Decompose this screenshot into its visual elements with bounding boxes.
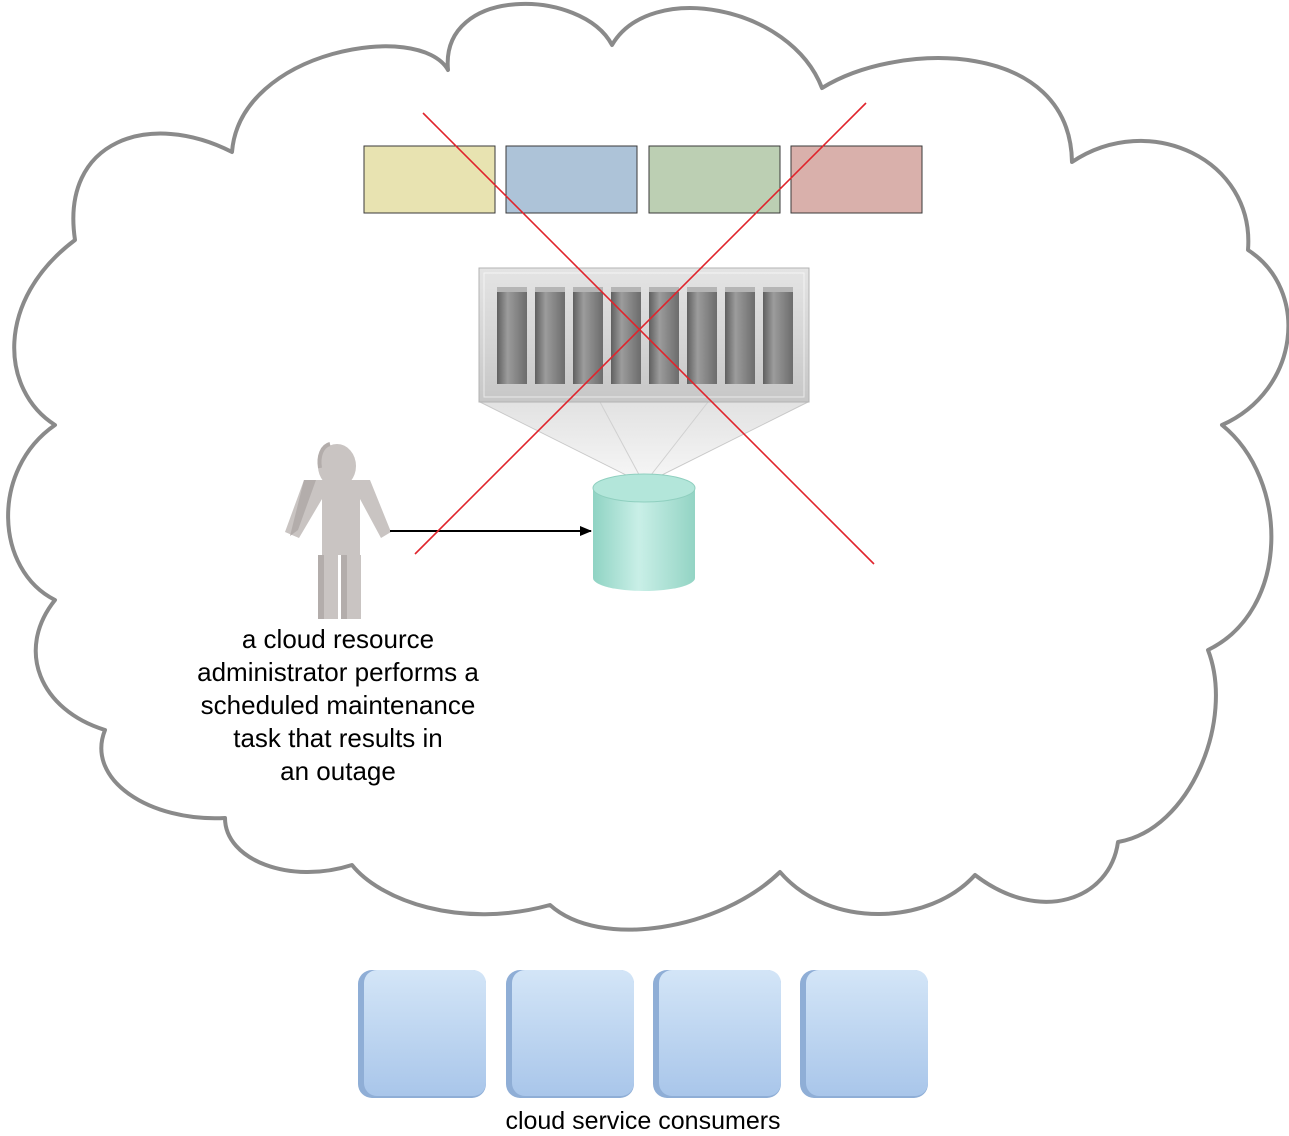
admin-caption-line: a cloud resource (241, 624, 435, 654)
server-blade (649, 287, 679, 384)
server-blade-top (649, 287, 679, 292)
admin-caption: a cloud resource administrator performs … (158, 623, 518, 788)
server-rack-icon (478, 267, 810, 403)
server-blade-top (573, 287, 603, 292)
cross-out-icon (414, 102, 875, 565)
admin-caption-line: an outage (280, 756, 396, 786)
server-blade (763, 287, 793, 384)
consumers-caption: cloud service consumers (505, 1107, 781, 1135)
server-blade-top (687, 287, 717, 292)
person-icon (285, 442, 391, 619)
server-blade-top (611, 287, 641, 292)
admin-caption-line: scheduled maintenance (200, 690, 476, 720)
cloud-service-consumer-icon (653, 970, 781, 1098)
admin-caption-line: administrator performs a (197, 657, 479, 687)
cloud-service-consumers (358, 970, 928, 1098)
cloud-service-block-icon (790, 145, 923, 214)
server-blade-top (497, 287, 527, 292)
server-blade (497, 287, 527, 384)
cloud-service-consumer-icon (506, 970, 634, 1098)
cloud-service-block-icon (505, 145, 638, 214)
server-blade-top (763, 287, 793, 292)
database-icon (592, 473, 696, 591)
server-blade (573, 287, 603, 384)
admin-caption-line: task that results in (233, 723, 443, 753)
server-blade (725, 287, 755, 384)
cloud-service-block-icon (363, 145, 496, 214)
server-blade (687, 287, 717, 384)
cloud-service-consumer-icon (358, 970, 486, 1098)
server-blade-top (725, 287, 755, 292)
server-blade (535, 287, 565, 384)
cloud-service-blocks (363, 145, 923, 214)
server-blade (611, 287, 641, 384)
server-blade-top (535, 287, 565, 292)
cloud-service-block-icon (648, 145, 781, 214)
cloud-service-consumer-icon (800, 970, 928, 1098)
